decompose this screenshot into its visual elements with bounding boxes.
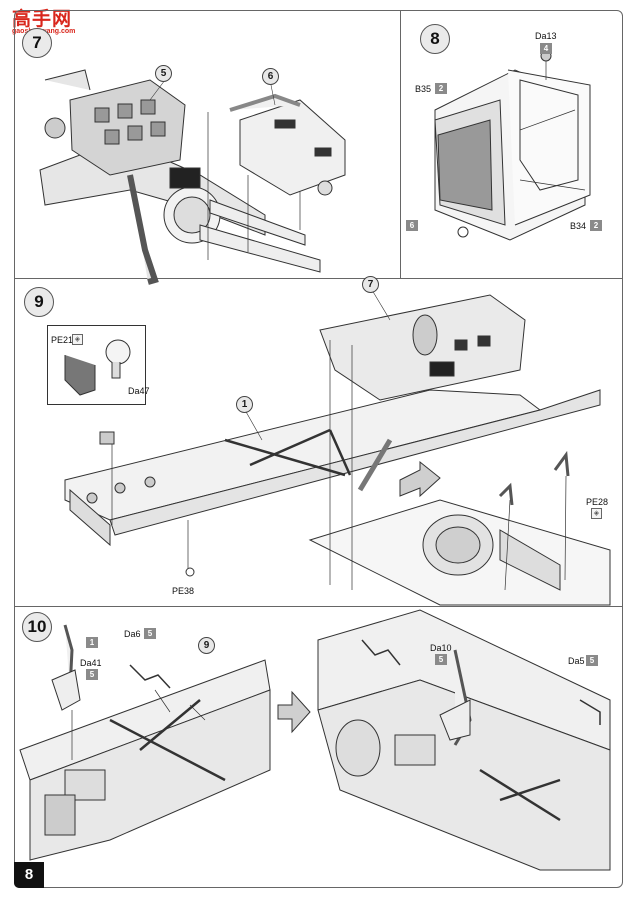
step10-left-drawing xyxy=(19,624,271,861)
qty-lever: 1 xyxy=(86,637,98,648)
part-label-da6: Da6 xyxy=(124,629,141,639)
section-divider-bottom xyxy=(14,606,623,607)
qty-da41: 5 xyxy=(86,669,98,680)
qty-b35: 2 xyxy=(435,83,447,94)
step-number-10: 10 xyxy=(22,612,52,642)
part-label-b34: B34 xyxy=(570,221,587,231)
radiator-drawing xyxy=(434,50,591,241)
watermark-text: 高手网 xyxy=(12,8,73,30)
part-label-pe28: PE28 xyxy=(586,497,609,507)
section-divider-top xyxy=(14,278,623,279)
part-label-da47: Da47 xyxy=(128,386,150,396)
photo-etch-icon: ◈ xyxy=(72,334,83,345)
callout-1: 1 xyxy=(236,396,253,413)
part-label-pe21: PE21 xyxy=(51,335,74,345)
part-label-da13: Da13 xyxy=(535,31,557,41)
photo-etch-icon: ◈ xyxy=(591,508,602,519)
step-number-8: 8 xyxy=(420,24,450,54)
qty-b34: 2 xyxy=(590,220,602,231)
part-label-b35: B35 xyxy=(415,84,432,94)
chassis-frame-drawing xyxy=(64,389,601,547)
page-number: 8 xyxy=(14,862,44,888)
callout-6: 6 xyxy=(262,68,279,85)
qty-da5: 5 xyxy=(586,655,598,666)
callout-9: 9 xyxy=(198,637,215,654)
part-label-pe38: PE38 xyxy=(172,586,195,596)
callout-7: 7 xyxy=(362,276,379,293)
page-frame xyxy=(14,10,623,888)
callout-5: 5 xyxy=(155,65,172,82)
qty-grille: 6 xyxy=(406,220,418,231)
part-label-da5: Da5 xyxy=(568,656,585,666)
qty-da13: 4 xyxy=(540,43,552,54)
part-label-da41: Da41 xyxy=(80,658,102,668)
step10-right-drawing xyxy=(317,609,611,871)
step-number-9: 9 xyxy=(24,287,54,317)
engine-assembly-drawing xyxy=(39,69,266,285)
section-divider-vertical xyxy=(400,10,401,278)
part-label-da10: Da10 xyxy=(430,643,452,653)
qty-da10: 5 xyxy=(435,654,447,665)
step-number-7: 7 xyxy=(22,28,52,58)
qty-da6: 5 xyxy=(144,628,156,639)
detail-inset-pe21 xyxy=(47,325,146,405)
